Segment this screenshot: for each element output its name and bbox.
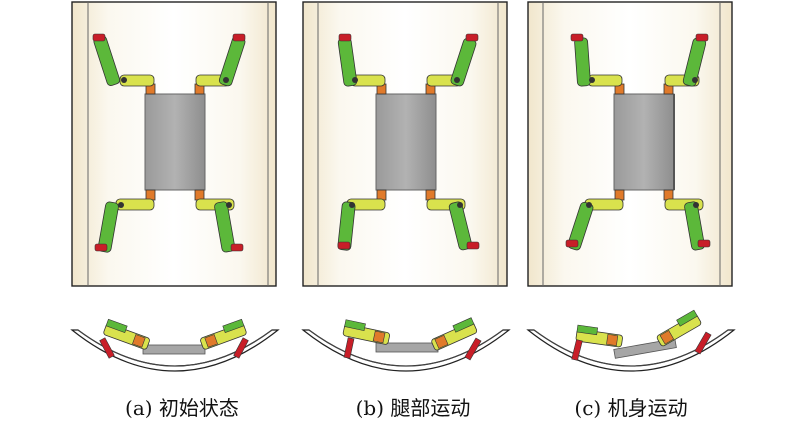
caption-panel-b: (b) 腿部运动 xyxy=(355,396,471,420)
robot-body xyxy=(613,93,675,191)
panel-c-front-view xyxy=(526,309,736,372)
robot-body xyxy=(375,93,437,191)
panel-b-front-view xyxy=(301,317,511,372)
panel-c-top-view xyxy=(527,1,733,287)
panel-b-top-view xyxy=(302,1,508,287)
robot-body xyxy=(144,93,206,191)
panel-a-top-view xyxy=(71,1,277,287)
caption-panel-c: (c) 机身运动 xyxy=(574,396,688,420)
caption-panel-a: (a) 初始状态 xyxy=(125,396,239,420)
panel-a-front-view xyxy=(70,318,280,372)
